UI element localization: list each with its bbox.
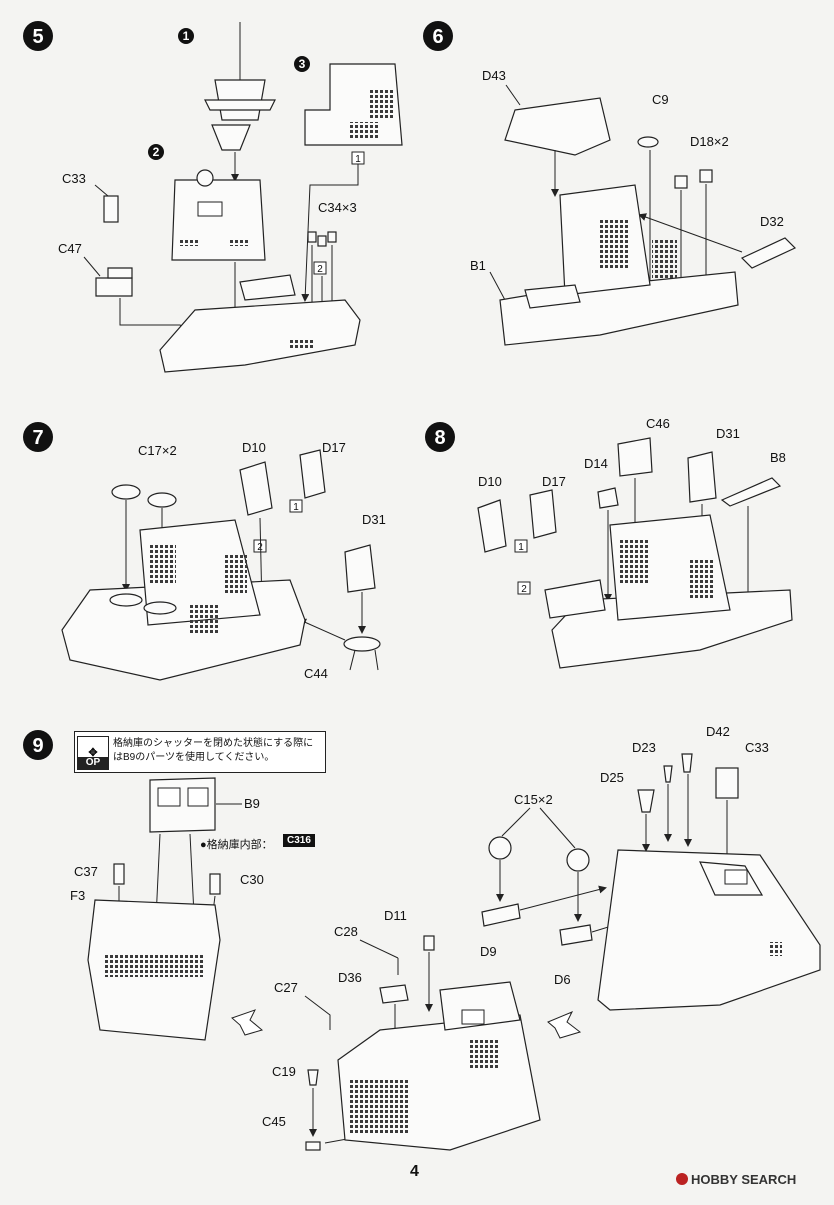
label-c17: C17×2 xyxy=(138,443,177,458)
label-d17: D17 xyxy=(322,440,346,455)
label-c19: C19 xyxy=(272,1064,296,1079)
svg-text:2: 2 xyxy=(317,264,323,275)
label-c28: C28 xyxy=(334,924,358,939)
label-c47: C47 xyxy=(58,241,82,256)
interior-note: ●格納庫内部： xyxy=(200,839,273,851)
c46-part xyxy=(617,437,653,477)
label-c33-b: C33 xyxy=(745,740,769,755)
d10-part xyxy=(239,461,273,516)
optional-note-box: ✥OP 格納庫のシャッターを閉めた状態にする際にはB9のパーツを使用してください… xyxy=(74,731,326,773)
superstructure-part xyxy=(61,519,306,681)
label-d18: D18×2 xyxy=(690,134,729,149)
upper-block-part xyxy=(304,63,403,146)
step-7: 7 C17×2 D10 D17 1 2 D31 C44 xyxy=(23,422,386,681)
c34-parts xyxy=(307,231,337,247)
step-5: 5 1 2 3 1 C33 xyxy=(23,21,403,373)
d32-part xyxy=(740,237,797,269)
hull-deck-part xyxy=(159,274,361,373)
label-d6: D6 xyxy=(554,972,571,987)
label-d23: D23 xyxy=(632,740,656,755)
label-d10: D10 xyxy=(242,440,266,455)
svg-text:1: 1 xyxy=(293,502,299,513)
step-number: 6 xyxy=(432,26,443,48)
svg-text:1: 1 xyxy=(518,542,524,553)
label-d42: D42 xyxy=(706,724,730,739)
op-icon: ✥OP xyxy=(77,736,109,770)
svg-text:1: 1 xyxy=(355,154,361,165)
b8-part xyxy=(720,477,782,507)
d17-part xyxy=(299,449,326,499)
color-code-badge: C316 xyxy=(283,834,315,847)
label-d31: D31 xyxy=(362,512,386,527)
bridge-superstructure-part xyxy=(597,849,821,1011)
d31-part xyxy=(344,544,376,593)
label-c33: C33 xyxy=(62,171,86,186)
label-d9: D9 xyxy=(480,944,497,959)
mast-part xyxy=(204,22,276,151)
label-c27: C27 xyxy=(274,980,298,995)
svg-text:2: 2 xyxy=(521,584,527,595)
label-c15: C15×2 xyxy=(514,792,553,807)
label-d36: D36 xyxy=(338,970,362,985)
label-c45: C45 xyxy=(262,1114,286,1129)
note-text: 格納庫のシャッターを閉めた状態にする際にはB9のパーツを使用してください。 xyxy=(113,738,314,763)
step-10: D23 D42 C33 D25 C15×2 D9 D6 xyxy=(480,724,821,1039)
d43-part xyxy=(504,97,611,156)
bridge-block-part xyxy=(171,169,266,261)
label-d17-b: D17 xyxy=(542,474,566,489)
label-b9: B9 xyxy=(244,796,260,811)
superstructure-part xyxy=(544,514,793,669)
step-6: 6 D43 C9 D18×2 D32 B1 xyxy=(423,21,797,346)
label-c37: C37 xyxy=(74,864,98,879)
label-b8: B8 xyxy=(770,450,786,465)
label-c30: C30 xyxy=(240,872,264,887)
b1-superstructure-part xyxy=(499,184,739,346)
step-number: 7 xyxy=(32,427,43,449)
hangar-superstructure-part xyxy=(337,981,541,1151)
label-c9: C9 xyxy=(652,92,669,107)
d31-part xyxy=(687,451,717,503)
label-d14: D14 xyxy=(584,456,608,471)
step-number: 5 xyxy=(32,26,43,48)
svg-text:1: 1 xyxy=(183,29,190,43)
label-d10-b: D10 xyxy=(478,474,502,489)
label-d31-b: D31 xyxy=(716,426,740,441)
step-number: 8 xyxy=(434,427,445,449)
label-f3: F3 xyxy=(70,888,85,903)
label-c46: C46 xyxy=(646,416,670,431)
label-b1: B1 xyxy=(470,258,486,273)
logo-icon xyxy=(676,1173,688,1185)
watermark-logo: HOBBY SEARCH xyxy=(676,1172,796,1187)
label-c44: C44 xyxy=(304,666,328,681)
label-d11: D11 xyxy=(384,908,407,923)
page-number: 4 xyxy=(410,1163,419,1180)
f3-hangar-part xyxy=(87,899,221,1041)
step-8: 8 C46 D31 D10 D17 1 2 D14 B8 xyxy=(425,416,793,669)
svg-text:3: 3 xyxy=(299,57,306,71)
svg-text:2: 2 xyxy=(153,145,160,159)
d9-part xyxy=(481,903,521,927)
step-9: 9 B9 C37 C30 F3 C28 D11 C27 D36 C19 xyxy=(23,730,541,1151)
label-d25: D25 xyxy=(600,770,624,785)
label-d43: D43 xyxy=(482,68,506,83)
label-c34: C34×3 xyxy=(318,200,357,215)
label-d32: D32 xyxy=(760,214,784,229)
d6-part xyxy=(559,924,593,946)
step-number: 9 xyxy=(32,735,43,757)
